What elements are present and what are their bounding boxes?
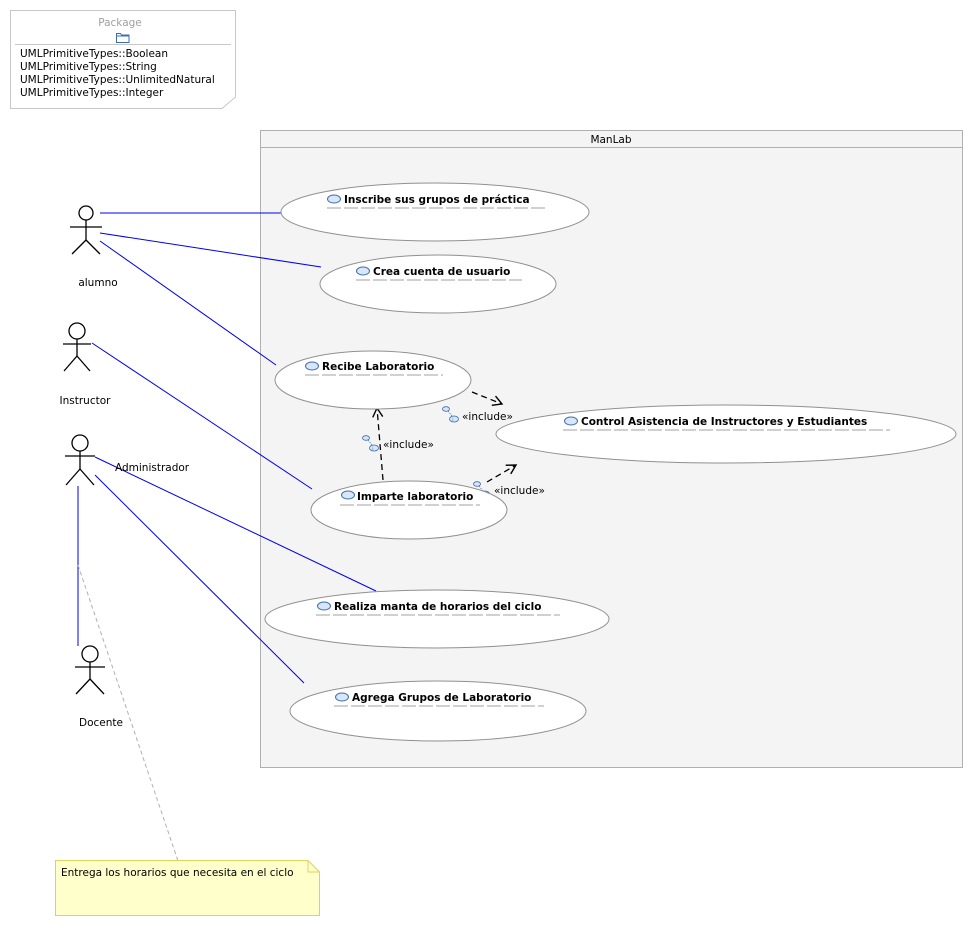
- folder-icon: [116, 33, 130, 43]
- association-alumno-crea-cuenta[interactable]: [99, 232, 322, 268]
- association-admin-realiza[interactable]: [94, 456, 377, 592]
- use-case-realiza[interactable]: Realiza manta de horarios del ciclo: [264, 589, 610, 649]
- package-title: Package: [98, 17, 142, 29]
- actor-instructor[interactable]: [63, 322, 91, 372]
- use-case-agrega[interactable]: Agrega Grupos de Laboratorio: [289, 680, 587, 742]
- use-case-crea-cuenta[interactable]: Crea cuenta de usuario: [319, 254, 557, 314]
- package-item: UMLPrimitiveTypes::Boolean: [20, 48, 168, 60]
- include-label: «include»: [383, 439, 434, 451]
- use-case-control[interactable]: Control Asistencia de Instructores y Est…: [495, 404, 957, 464]
- association-alumno-recibe[interactable]: [99, 240, 277, 366]
- use-case-inscribe[interactable]: Inscribe sus grupos de práctica: [280, 182, 590, 242]
- include-arrow-imparte-recibe[interactable]: [372, 406, 384, 481]
- package-item: UMLPrimitiveTypes::Integer: [20, 87, 164, 99]
- use-case-label: Recibe Laboratorio: [322, 361, 434, 373]
- include-label: «include»: [462, 411, 513, 423]
- actor-label-docente: Docente: [79, 717, 123, 729]
- package-item: UMLPrimitiveTypes::UnlimitedNatural: [20, 74, 215, 86]
- associations: [77, 212, 377, 684]
- actor-administrador[interactable]: [65, 434, 95, 486]
- use-case-label: Crea cuenta de usuario: [373, 266, 510, 278]
- include-arrow-imparte-control[interactable]: [486, 464, 518, 483]
- use-case-label: Imparte laboratorio: [357, 491, 473, 503]
- system-name: ManLab: [590, 134, 631, 146]
- actor-label-alumno: alumno: [78, 277, 117, 289]
- use-case-label: Inscribe sus grupos de práctica: [344, 194, 530, 206]
- include-relations: [372, 391, 518, 483]
- use-case-recibe[interactable]: Recibe Laboratorio: [274, 350, 472, 410]
- package-box[interactable]: Package UMLPrimitiveTypes::Boolean UMLPr…: [10, 10, 236, 109]
- use-case-label: Realiza manta de horarios del ciclo: [334, 601, 542, 613]
- include-arrow-recibe-control[interactable]: [471, 391, 504, 406]
- association-admin-agrega[interactable]: [94, 474, 305, 684]
- note[interactable]: Entrega los horarios que necesita en el …: [55, 860, 320, 916]
- actor-label-administrador: Administrador: [115, 462, 190, 474]
- actor-docente[interactable]: [75, 645, 105, 695]
- include-label: «include»: [494, 485, 545, 497]
- use-case-label: Agrega Grupos de Laboratorio: [352, 692, 531, 704]
- use-case-imparte[interactable]: Imparte laboratorio: [310, 480, 508, 540]
- association-instructor-imparte[interactable]: [91, 342, 313, 490]
- note-text: Entrega los horarios que necesita en el …: [61, 867, 294, 879]
- actor-label-instructor: Instructor: [60, 395, 112, 407]
- note-anchor-line[interactable]: [77, 564, 179, 862]
- use-case-label: Control Asistencia de Instructores y Est…: [581, 416, 867, 428]
- package-item: UMLPrimitiveTypes::String: [20, 61, 157, 73]
- actor-alumno[interactable]: [70, 205, 102, 255]
